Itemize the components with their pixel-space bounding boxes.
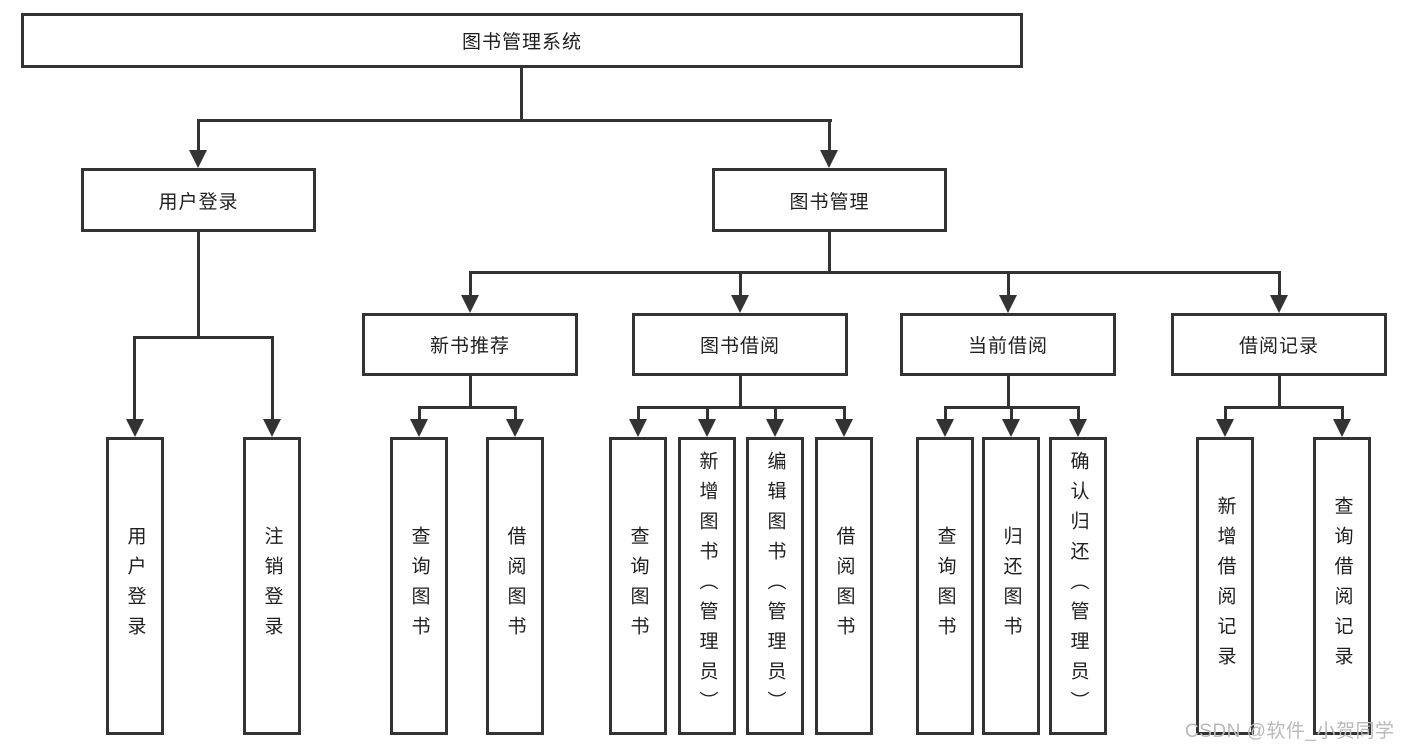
leaf-logout: 注销登录 (243, 437, 301, 735)
arrow-down-icon (1270, 295, 1288, 313)
connector-line (637, 406, 846, 409)
node-book-borrow: 图书借阅 (632, 313, 848, 376)
connector-line (637, 406, 640, 422)
leaf-label: 归还图书 (1000, 526, 1022, 646)
connector-line (1224, 406, 1344, 409)
arrow-down-icon (189, 150, 207, 168)
connector-line (133, 336, 136, 421)
arrow-down-icon (629, 419, 647, 437)
connector-line (944, 406, 947, 422)
connector-line (843, 406, 846, 422)
connector-line (1224, 406, 1227, 422)
connector-line (197, 119, 200, 152)
node-label: 当前借阅 (967, 336, 1048, 357)
arrow-down-icon (1069, 419, 1087, 437)
leaf-query-books-current: 查询图书 (916, 437, 974, 735)
connector-line (1278, 376, 1281, 409)
connector-line (520, 68, 523, 122)
arrow-down-icon (820, 150, 838, 168)
arrow-down-icon (506, 419, 524, 437)
leaf-user-login: 用户登录 (106, 437, 164, 735)
leaf-label: 查询借阅记录 (1331, 496, 1353, 676)
arrow-down-icon (263, 419, 281, 437)
arrow-down-icon (835, 419, 853, 437)
node-user-login: 用户登录 (81, 168, 316, 232)
leaf-return-book: 归还图书 (982, 437, 1040, 735)
connector-line (739, 376, 742, 409)
watermark: CSDN @软件_小贺同学 (1185, 721, 1395, 742)
node-label: 借阅记录 (1238, 336, 1319, 357)
leaf-query-books-recommend: 查询图书 (390, 437, 448, 735)
arrow-down-icon (1333, 419, 1351, 437)
arrow-down-icon (1216, 419, 1234, 437)
connector-line (1007, 376, 1010, 409)
leaf-borrow-books-borrow: 借阅图书 (815, 437, 873, 735)
arrow-down-icon (936, 419, 954, 437)
connector-line (469, 271, 1281, 274)
connector-line (828, 119, 831, 152)
leaf-label: 查询图书 (408, 526, 430, 646)
node-new-book-recommend: 新书推荐 (362, 313, 578, 376)
node-label: 图书借阅 (699, 336, 780, 357)
leaf-label: 借阅图书 (504, 526, 526, 646)
leaf-query-borrow-record: 查询借阅记录 (1313, 437, 1371, 735)
connector-line (828, 232, 831, 274)
leaf-label: 确认归还（管理员） (1067, 451, 1089, 721)
connector-line (418, 406, 421, 422)
leaf-edit-book-admin: 编辑图书（管理员） (746, 437, 804, 735)
connector-line (1010, 406, 1013, 422)
leaf-label: 借阅图书 (833, 526, 855, 646)
leaf-label: 编辑图书（管理员） (764, 451, 786, 721)
connector-line (469, 376, 472, 409)
arrow-down-icon (126, 419, 144, 437)
arrow-down-icon (698, 419, 716, 437)
node-borrow-records: 借阅记录 (1171, 313, 1387, 376)
node-label: 新书推荐 (429, 336, 510, 357)
connector-line (1341, 406, 1344, 422)
node-current-borrow: 当前借阅 (900, 313, 1116, 376)
leaf-label: 注销登录 (261, 526, 283, 646)
leaf-label: 查询图书 (627, 526, 649, 646)
connector-line (469, 271, 472, 297)
node-root: 图书管理系统 (21, 13, 1023, 68)
leaf-label: 用户登录 (124, 526, 146, 646)
arrow-down-icon (999, 295, 1017, 313)
arrow-down-icon (410, 419, 428, 437)
connector-line (739, 271, 742, 297)
connector-line (706, 406, 709, 422)
connector-line (1077, 406, 1080, 422)
connector-line (418, 406, 517, 409)
connector-line (514, 406, 517, 422)
leaf-add-book-admin: 新增图书（管理员） (678, 437, 736, 735)
node-label: 图书管理 (789, 191, 870, 213)
leaf-add-borrow-record: 新增借阅记录 (1196, 437, 1254, 735)
node-label: 用户登录 (158, 191, 239, 213)
leaf-label: 新增借阅记录 (1214, 496, 1236, 676)
node-root-label: 图书管理系统 (461, 32, 582, 53)
connector-line (1007, 271, 1010, 297)
leaf-label: 查询图书 (934, 526, 956, 646)
connector-line (271, 336, 274, 421)
connector-line (133, 336, 274, 339)
connector-line (774, 406, 777, 422)
leaf-confirm-return-admin: 确认归还（管理员） (1049, 437, 1107, 735)
arrow-down-icon (731, 295, 749, 313)
node-book-management: 图书管理 (712, 168, 947, 232)
connector-line (197, 232, 200, 339)
leaf-borrow-books-recommend: 借阅图书 (486, 437, 544, 735)
arrow-down-icon (461, 295, 479, 313)
arrow-down-icon (1002, 419, 1020, 437)
connector-line (197, 119, 832, 122)
leaf-query-books-borrow: 查询图书 (609, 437, 667, 735)
arrow-down-icon (766, 419, 784, 437)
connector-line (1278, 271, 1281, 297)
leaf-label: 新增图书（管理员） (696, 451, 718, 721)
